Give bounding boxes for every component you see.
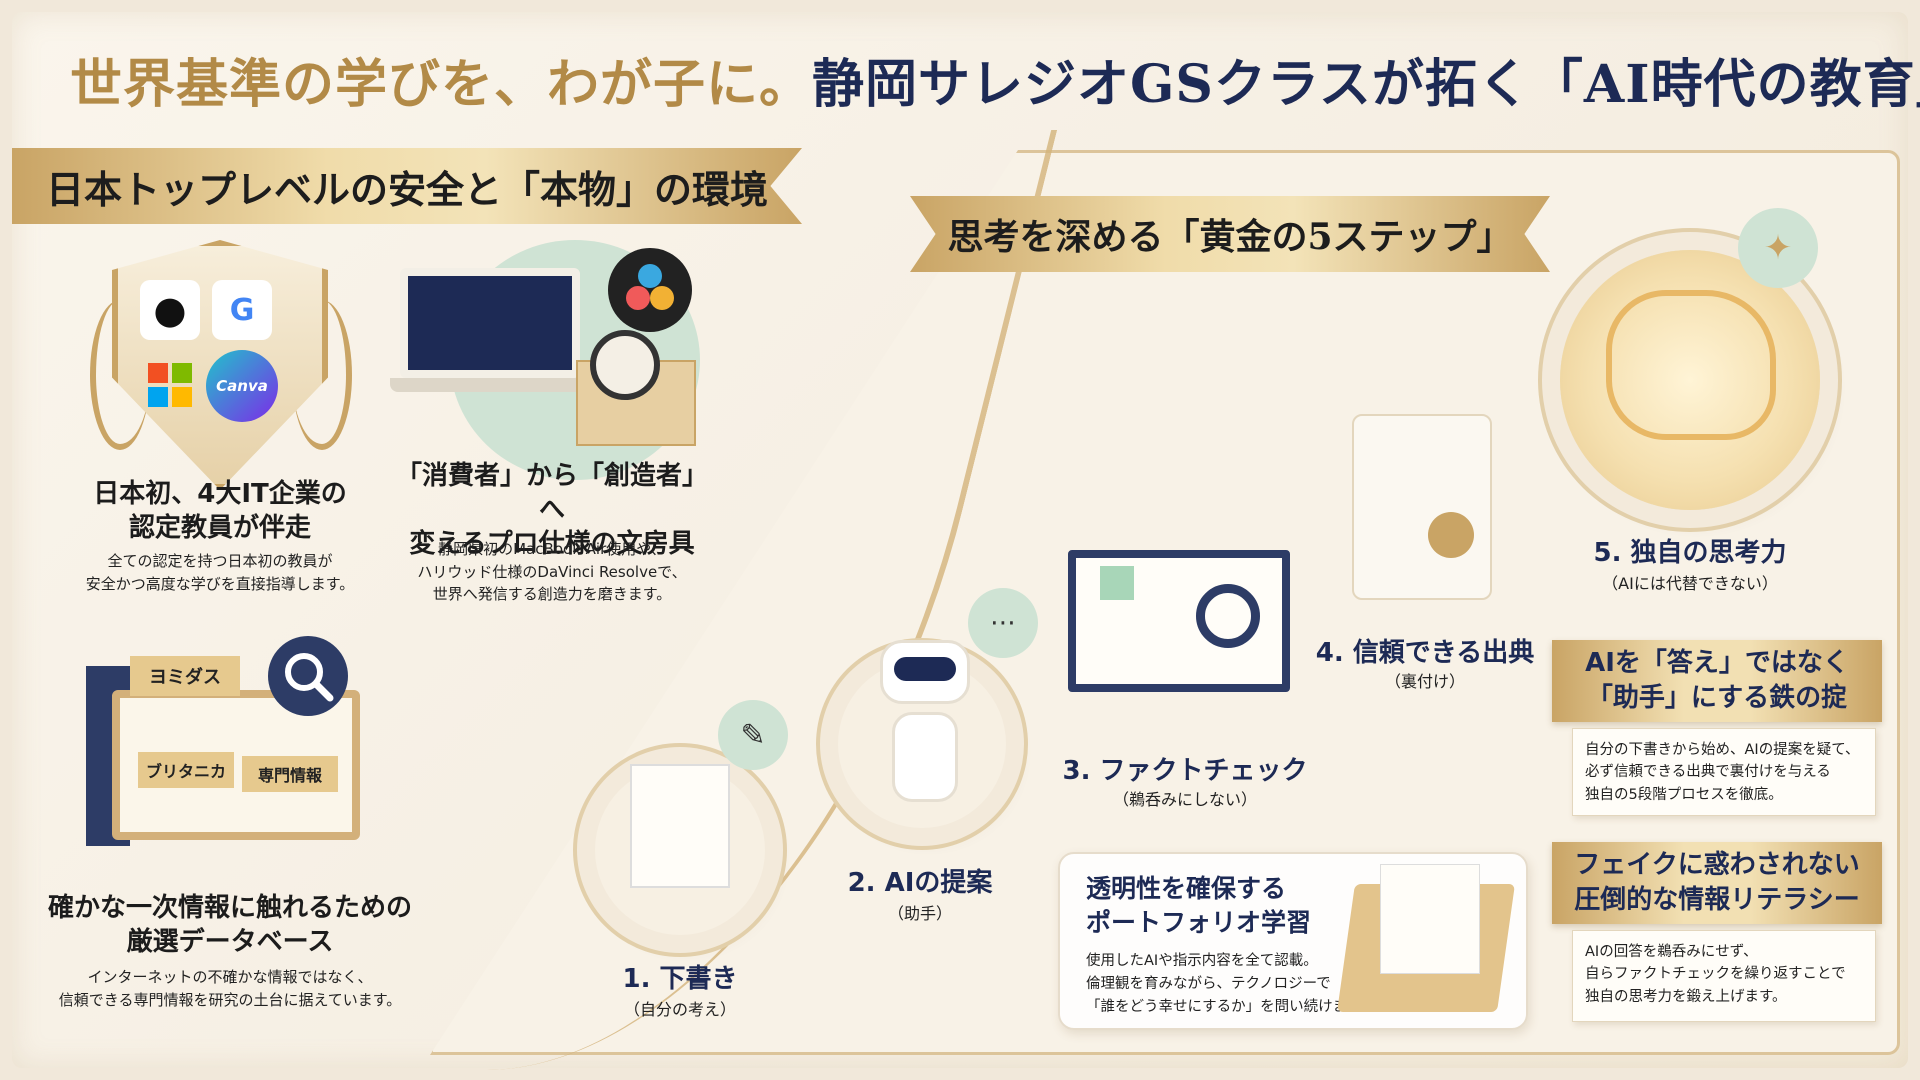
book-label-yomidasu: ヨミダス <box>130 656 240 696</box>
tools-sub-line2: ハリウッド仕様のDaVinci Resolveで、 <box>417 562 687 581</box>
step2-label: 2. AIの提案 <box>847 868 993 898</box>
book-label-britannica: ブリタニカ <box>138 752 234 788</box>
book-image-icon <box>1100 566 1134 600</box>
google-logo-icon: G <box>212 280 272 340</box>
book-label-specialist: 専門情報 <box>242 756 338 792</box>
page-title: 世界基準の学びを、わが子に。静岡サレジオGSクラスが拓く「AI時代の教育」 <box>70 42 1920 132</box>
portfolio-title-line1: 透明性を確保する <box>1086 874 1287 903</box>
step2-note: （助手） <box>887 904 952 923</box>
apple-logo-icon: ● <box>140 280 200 340</box>
certified-title: 日本初、4大IT企業の 認定教員が伴走 <box>40 478 400 546</box>
laptop-base-icon <box>390 378 600 392</box>
laptop-screen-icon <box>400 268 580 378</box>
rule-body-line2: 必ず信頼できる出典で裏付けを与える <box>1585 764 1831 781</box>
pencil-icon: ✎ <box>718 700 788 770</box>
portfolio-body-line2: 倫理観を育みながら、テクノロジーで <box>1086 976 1331 993</box>
step5-note: （AIには代替できない） <box>1602 574 1778 593</box>
database-title-line2: 厳選データベース <box>126 926 334 957</box>
lightbulb-icon: ✦ <box>1738 208 1818 288</box>
microsoft-logo-icon <box>140 355 200 415</box>
portfolio-body: 使用したAIや指示内容を全て認載。 倫理観を育みながら、テクノロジーで 「誰をど… <box>1086 950 1362 1020</box>
literacy-title-line2: 圧倒的な情報リテラシー <box>1574 885 1860 915</box>
certified-sub: 全ての認定を持つ日本初の教員が 安全かつ高度な学びを直接指導します。 <box>40 550 400 595</box>
rule-title-line2: 「助手」にする鉄の掟 <box>1586 683 1848 713</box>
literacy-body-line3: 独自の思考力を鍛え上げます。 <box>1585 988 1787 1005</box>
robot-head-icon <box>880 640 970 704</box>
certified-sub-line1: 全ての認定を持つ日本初の教員が <box>107 552 333 570</box>
title-part1: 世界基準の学びを、わが子に。 <box>70 54 813 115</box>
step3-note: （鵜呑みにしない） <box>1112 790 1257 809</box>
literacy-box-title: フェイクに惑わされない 圧倒的な情報リテラシー <box>1552 842 1882 924</box>
rule-box-body: 自分の下書きから始め、AIの提案を疑て、 必ず信頼できる出典で裏付けを与える 独… <box>1572 728 1876 816</box>
document-icon <box>1380 864 1480 974</box>
portfolio-title-line2: ポートフォリオ学習 <box>1086 907 1312 937</box>
magnifier-badge-icon <box>268 636 348 716</box>
database-sub-line2: 信頼できる専門情報を研究の土台に据えています。 <box>58 990 402 1009</box>
robot-body-icon <box>892 712 958 802</box>
literacy-title-line1: フェイクに惑わされない <box>1574 849 1860 880</box>
tools-sub-line1: 静岡県初のMacBook Air使用や、 <box>438 540 666 558</box>
scroll-certificate-icon <box>1352 414 1492 600</box>
portfolio-title: 透明性を確保する ポートフォリオ学習 <box>1086 872 1311 940</box>
davinci-logo-icon <box>608 248 692 332</box>
database-title: 確かな一次情報に触れるための 厳選データベース <box>30 892 430 960</box>
chat-bubble-icon: ⋯ <box>968 588 1038 658</box>
left-ribbon: 日本トップレベルの安全と「本物」の環境 <box>12 148 802 224</box>
step4-note: （裏付け） <box>1384 672 1465 691</box>
literacy-box-body: AIの回答を鵜呑みにせず、 自らファクトチェックを繰り返すことで 独自の思考力を… <box>1572 930 1876 1022</box>
certified-title-line1: 日本初、4大IT企業の <box>93 479 347 509</box>
rule-body-line3: 独自の5段階プロセスを徹底。 <box>1585 786 1783 803</box>
portfolio-card: 透明性を確保する ポートフォリオ学習 使用したAIや指示内容を全て認載。 倫理観… <box>1058 852 1528 1030</box>
laurel-left-icon <box>90 300 150 450</box>
literacy-body-line1: AIの回答を鵜呑みにせず、 <box>1585 944 1758 960</box>
step1-label: 1. 下書き <box>622 964 738 994</box>
tools-title-line1: 「消費者」から「創造者」へ <box>395 461 708 525</box>
laurel-right-icon <box>292 300 352 450</box>
literacy-body-line2: 自らファクトチェックを繰り返すことで <box>1585 966 1846 983</box>
brain-icon <box>1606 290 1776 440</box>
tools-sub: 静岡県初のMacBook Air使用や、 ハリウッド仕様のDaVinci Res… <box>392 538 712 606</box>
database-sub-line1: インターネットの不確かな情報ではなく、 <box>87 968 373 986</box>
rule-title-line1: AIを「答え」ではなく <box>1585 647 1849 678</box>
step1-note: （自分の考え） <box>623 1000 736 1019</box>
certified-sub-line2: 安全かつ高度な学びを直接指導します。 <box>85 574 355 593</box>
database-sub: インターネットの不確かな情報ではなく、 信頼できる専門情報を研究の土台に据えてい… <box>30 966 430 1011</box>
portfolio-body-line3: 「誰をどう幸せにするか」を問い続けます <box>1086 999 1362 1016</box>
rule-box-title: AIを「答え」ではなく 「助手」にする鉄の掟 <box>1552 640 1882 722</box>
tools-sub-line3: 世界へ発信する創造力を磨きます。 <box>432 585 672 603</box>
database-title-line1: 確かな一次情報に触れるための <box>47 893 412 923</box>
step3-label: 3. ファクトチェック <box>1062 756 1308 786</box>
tools-title-line2: 変えるプロ仕様の文房具 <box>409 528 695 559</box>
certified-title-line2: 認定教員が伴走 <box>128 512 311 543</box>
film-reel-icon <box>590 330 660 400</box>
rule-body-line1: 自分の下書きから始め、AIの提案を疑て、 <box>1585 742 1860 758</box>
step4-label: 4. 信頼できる出典 <box>1315 638 1535 668</box>
title-part2: 静岡サレジオGSクラスが拓く「AI時代の教育」 <box>812 54 1920 115</box>
portfolio-body-line1: 使用したAIや指示内容を全て認載。 <box>1086 953 1318 969</box>
steps-ribbon: 思考を深める「黄金の5ステップ」 <box>910 196 1550 272</box>
notepad-icon <box>630 764 730 888</box>
seal-icon <box>1428 512 1474 558</box>
tools-title: 「消費者」から「創造者」へ 変えるプロ仕様の文房具 <box>392 460 712 561</box>
magnifier-icon <box>1196 584 1260 648</box>
step5-label: 5. 独自の思考力 <box>1593 538 1787 568</box>
canva-logo-icon: Canva <box>206 350 278 422</box>
